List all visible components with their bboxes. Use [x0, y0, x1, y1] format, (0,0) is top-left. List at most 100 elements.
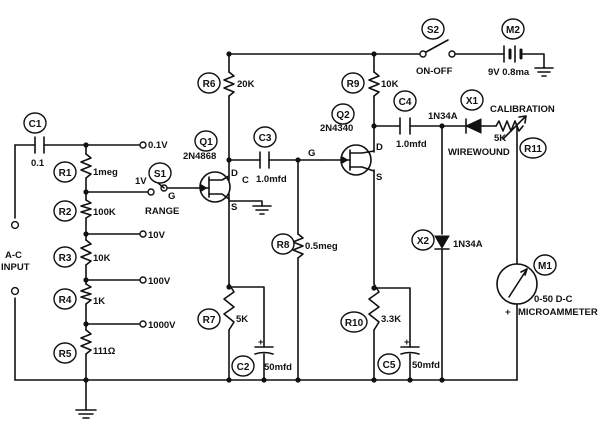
c5-value: 50mfd: [412, 360, 440, 371]
c2-value: 50mfd: [264, 362, 292, 373]
r3-value: 10K: [93, 253, 111, 264]
x1-diode: [464, 118, 485, 134]
tap-100v: 100V: [148, 276, 171, 287]
svg-text:R9: R9: [347, 79, 360, 90]
x2-value: 1N34A: [453, 239, 483, 250]
m1-range: 0-50 D-C: [534, 294, 573, 305]
svg-text:R6: R6: [203, 79, 216, 90]
q2-badge: Q2: [331, 103, 355, 125]
resistors: [80, 71, 527, 355]
r10-badge: R10: [340, 311, 368, 333]
q1-jfet: [195, 171, 231, 203]
r1-resistor: [80, 153, 92, 179]
c2-electrolytic-capacitor: [254, 346, 274, 355]
r7-resistor: [223, 283, 235, 331]
c5-badge: C5: [377, 353, 401, 375]
input-label-line2: INPUT: [1, 262, 30, 273]
r4-badge: R4: [53, 288, 77, 310]
svg-text:C5: C5: [383, 360, 396, 371]
tap-1v: 1V: [135, 176, 147, 187]
reference-badges: C1 R1 R2 R3 R4 R5 S1 Q1 R6 C3 R7 C2 R8 Q…: [23, 18, 557, 377]
r11-wiper-arrow: [502, 115, 527, 140]
r5-resistor: [80, 329, 92, 355]
ground-symbol-battery: [534, 67, 554, 77]
r6-value: 20K: [237, 79, 255, 90]
c1-badge: C1: [23, 112, 47, 134]
r8-resistor: [292, 233, 304, 259]
svg-text:R11: R11: [524, 144, 542, 155]
r9-resistor: [368, 71, 380, 97]
tap-1000v: 1000V: [148, 320, 176, 331]
svg-text:R10: R10: [345, 318, 364, 329]
range-contact-10v: [139, 230, 147, 238]
svg-text:M2: M2: [506, 25, 520, 36]
svg-text:R1: R1: [59, 168, 72, 179]
q1-drain-pin: D: [231, 168, 238, 179]
m2-battery: [503, 45, 523, 63]
r3-badge: R3: [53, 246, 77, 268]
input-terminal-top: [10, 220, 20, 230]
svg-text:S1: S1: [154, 169, 167, 180]
s2-badge: S2: [421, 18, 445, 40]
tap-10v: 10V: [148, 230, 166, 241]
range-contact-1v: [147, 188, 155, 196]
r9-value: 10K: [381, 79, 399, 90]
c3-capacitor: [259, 151, 270, 169]
svg-text:S2: S2: [427, 25, 440, 36]
on-off-contact-b: [448, 50, 456, 58]
s2-switch-lever: [425, 39, 449, 53]
svg-text:R7: R7: [203, 315, 216, 326]
x1-value: 1N34A: [428, 111, 458, 122]
q2-source-pin: S: [376, 172, 382, 183]
tap-0-1v: 0.1V: [148, 140, 168, 151]
c3-badge: C3: [253, 126, 277, 148]
c2-plus: +: [258, 337, 264, 348]
c2-badge: C2: [231, 355, 255, 377]
m1-plus: +: [505, 307, 511, 318]
svg-text:Q1: Q1: [199, 137, 213, 148]
r5-badge: R5: [53, 342, 77, 364]
calibration-label: CALIBRATION: [490, 104, 555, 115]
svg-text:C4: C4: [399, 97, 412, 108]
x2-diode: [434, 235, 450, 250]
ground-symbol-main: [75, 409, 97, 419]
r11-badge: R11: [519, 137, 547, 159]
r1-value: 1meg: [93, 167, 118, 178]
m1-badge: M1: [533, 254, 557, 276]
c4-capacitor: [399, 117, 411, 135]
c5-electrolytic-capacitor: [400, 346, 420, 355]
svg-text:R8: R8: [277, 240, 290, 251]
m2-value: 9V 0.8ma: [488, 67, 530, 78]
r11-potentiometer: [495, 120, 524, 132]
wirewound-label: WIREWOUND: [448, 147, 510, 158]
q2-part-number: 2N4340: [320, 123, 353, 134]
r2-value: 100K: [93, 207, 116, 218]
ground-symbol-q1-source: [252, 205, 272, 215]
svg-text:C1: C1: [29, 119, 42, 130]
svg-text:Q2: Q2: [336, 110, 350, 121]
r8-value: 0.5meg: [305, 241, 338, 252]
c3-value: 1.0mfd: [256, 174, 287, 185]
r6-resistor: [223, 71, 235, 97]
m2-badge: M2: [501, 18, 525, 40]
r8-badge: R8: [271, 233, 295, 255]
svg-text:X1: X1: [466, 96, 479, 107]
c5-plus: +: [404, 337, 410, 348]
q1-c-mark: C: [242, 175, 249, 186]
s1-badge: S1: [148, 162, 172, 184]
on-off-contact-a: [419, 50, 427, 58]
m1-microammeter: [496, 263, 538, 305]
input-label-line1: A-C: [5, 250, 22, 261]
x2-badge: X2: [411, 229, 435, 251]
r2-resistor: [80, 199, 92, 219]
q1-source-pin: S: [231, 202, 237, 213]
c1-capacitor: [34, 136, 45, 154]
r10-value: 3.3K: [381, 314, 401, 325]
terminals: [10, 50, 456, 328]
r9-badge: R9: [341, 72, 365, 94]
q1-gate-pin: G: [168, 191, 175, 202]
c4-value: 1.0mfd: [396, 139, 427, 150]
r6-badge: R6: [197, 72, 221, 94]
r3-resistor: [80, 239, 92, 266]
